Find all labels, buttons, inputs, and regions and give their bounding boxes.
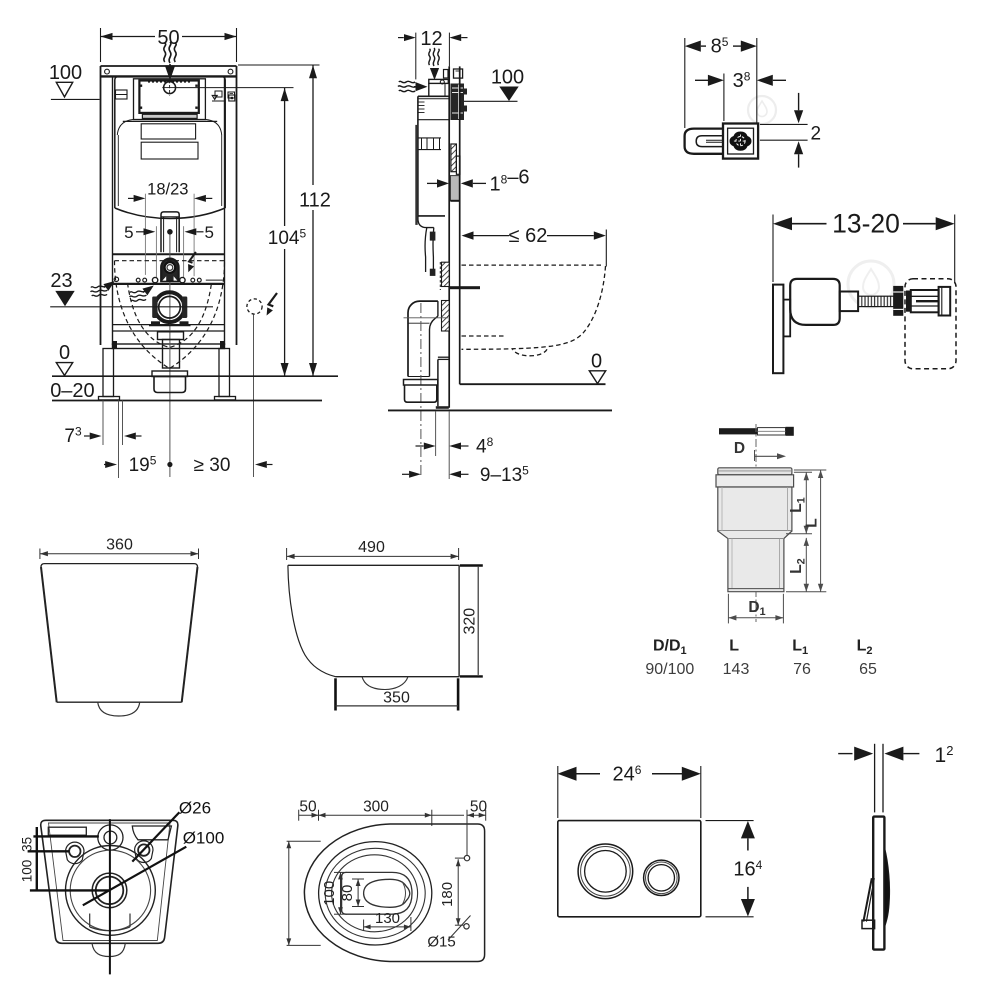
svg-text:76: 76 [793,661,811,678]
svg-text:180: 180 [439,882,456,907]
svg-text:Ø26: Ø26 [179,799,211,818]
svg-text:5: 5 [124,223,133,242]
svg-text:50: 50 [157,27,179,49]
svg-text:112: 112 [299,190,331,212]
svg-text:100: 100 [20,860,35,883]
svg-text:5: 5 [204,223,213,242]
svg-text:12: 12 [420,28,442,50]
svg-text:Ø15: Ø15 [427,934,455,951]
svg-text:50: 50 [470,799,488,816]
svg-text:9–135: 9–135 [480,464,529,486]
svg-text:100: 100 [321,881,338,906]
svg-text:100: 100 [491,67,524,89]
svg-text:≥ 30: ≥ 30 [194,455,231,476]
svg-text:L: L [729,638,739,655]
svg-text:0: 0 [591,351,602,373]
svg-text:18/23: 18/23 [147,181,188,199]
svg-text:0–20: 0–20 [50,380,94,402]
svg-text:≤ 62: ≤ 62 [509,225,548,247]
svg-text:65: 65 [859,661,877,678]
svg-text:L: L [804,518,821,527]
svg-text:350: 350 [383,690,410,707]
svg-text:35: 35 [20,837,35,852]
svg-text:13-20: 13-20 [832,209,900,239]
svg-text:130: 130 [375,910,400,927]
svg-text:300: 300 [363,799,389,816]
svg-text:0: 0 [59,342,70,364]
svg-text:100: 100 [49,62,82,84]
svg-text:360: 360 [106,537,133,554]
svg-text:195: 195 [129,454,157,476]
svg-text:23: 23 [50,270,72,292]
svg-text:90/100: 90/100 [645,661,694,678]
svg-text:143: 143 [723,661,750,678]
svg-text:164: 164 [733,858,762,881]
svg-text:2: 2 [811,124,822,145]
svg-text:1045: 1045 [268,226,307,249]
svg-text:320: 320 [462,608,479,635]
svg-text:80: 80 [339,885,356,902]
svg-text:490: 490 [358,539,385,556]
svg-text:246: 246 [613,763,642,786]
svg-text:D/D1: D/D1 [653,638,687,658]
svg-text:D: D [734,440,745,457]
svg-text:Ø100: Ø100 [183,829,225,848]
svg-text:50: 50 [299,799,317,816]
